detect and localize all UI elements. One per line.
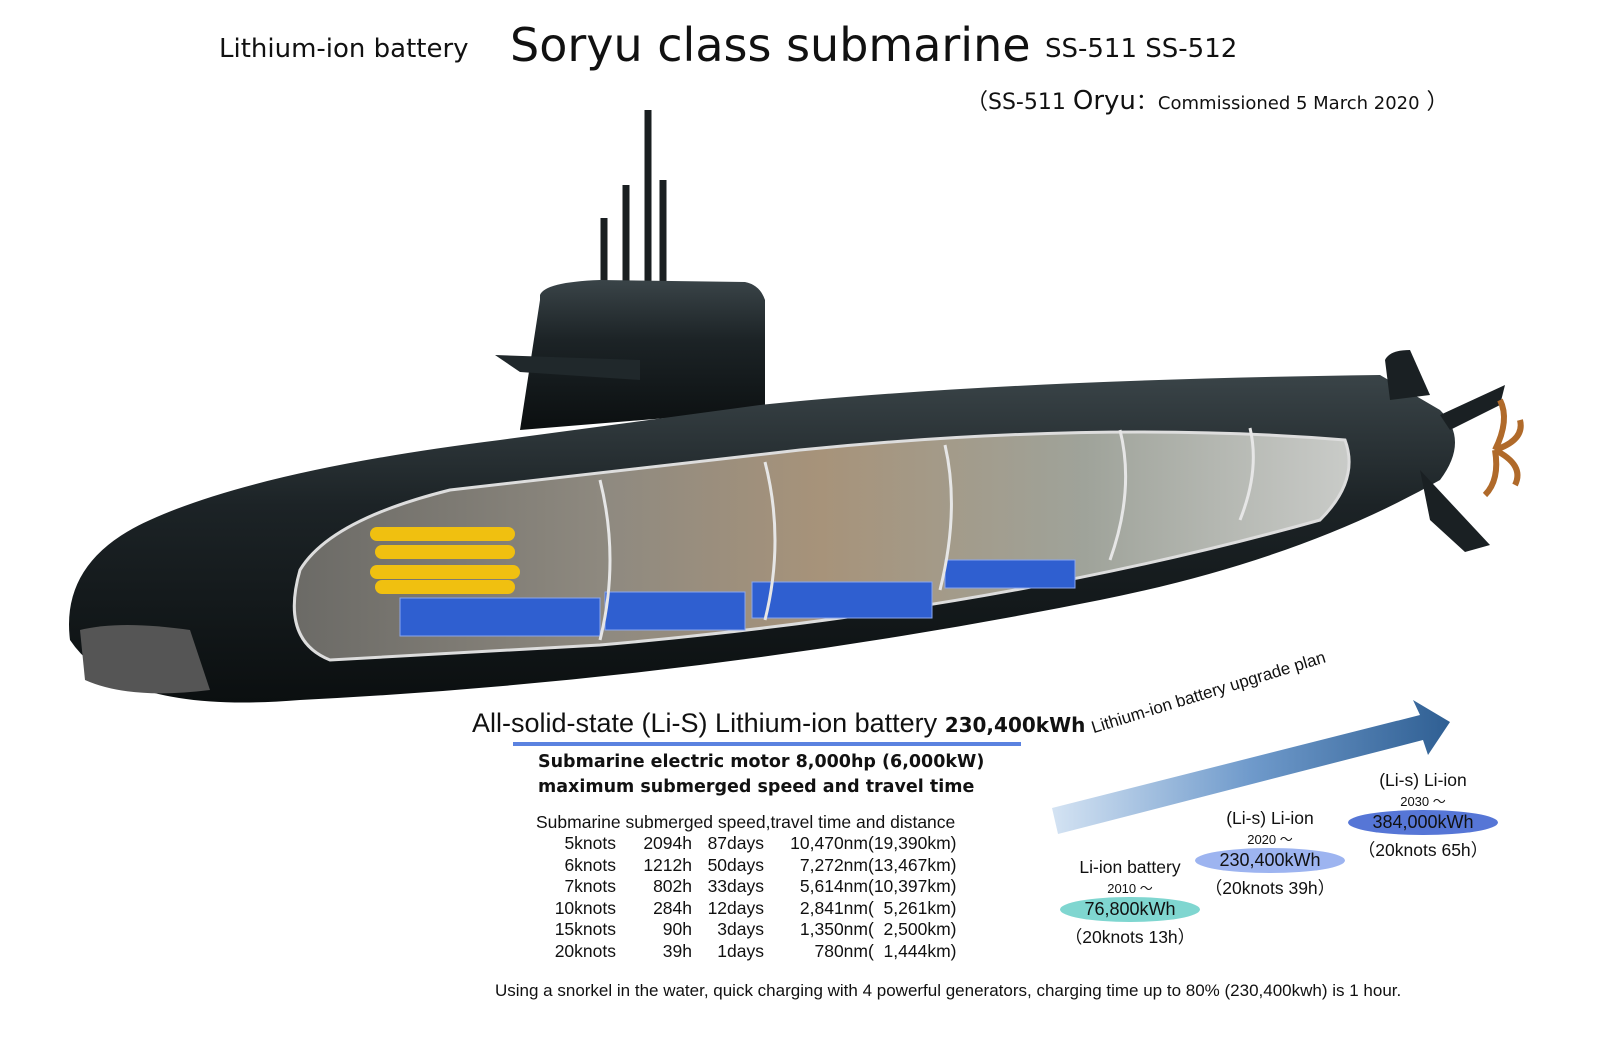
commission-sep: ： <box>1135 90 1158 115</box>
stage-2010: Li-ion battery 2010 ～ 76,800kWh （20knots… <box>1055 857 1205 949</box>
hours-cell: 284h <box>653 897 692 918</box>
propeller <box>1482 398 1524 498</box>
stage-capacity: 230,400kWh <box>1195 848 1345 873</box>
hull-numbers: SS-511 SS-512 <box>1045 34 1238 64</box>
table-row: 5knots 2094h 87days 10,470nm(19,390km) <box>540 833 968 855</box>
distance-km-cell: ( 1,444km) <box>868 940 957 961</box>
subtitle: Lithium-ion battery <box>219 34 469 64</box>
table-row: 6knots 1212h 50days 7,272nm(13,467km) <box>540 855 968 877</box>
bow-sonar <box>80 625 210 694</box>
commission-open: （SS-511 <box>966 90 1066 115</box>
distance-km-cell: (10,397km) <box>868 876 957 897</box>
distance-nm-cell: 780nm <box>814 940 868 961</box>
motor-spec: Submarine electric motor 8,000hp (6,000k… <box>538 750 984 800</box>
hours-cell: 1212h <box>643 854 692 875</box>
battery-capacity: 230,400kWh <box>944 713 1086 737</box>
stage-range: （20knots 13h） <box>1064 927 1196 947</box>
table-row: 7knots 802h 33days 5,614nm(10,397km) <box>540 876 968 898</box>
days-cell: 12days <box>707 897 764 918</box>
stage-range: （20knots 39h） <box>1204 878 1336 898</box>
distance-km-cell: (19,390km) <box>868 833 957 854</box>
distance-nm-cell: 1,350nm <box>799 919 868 940</box>
distance-km-cell: ( 5,261km) <box>868 897 957 918</box>
battery-title: All-solid-state (Li-S) Lithium-ion batte… <box>472 708 1085 739</box>
distance-km-cell: ( 2,500km) <box>868 919 957 940</box>
speed-cell: 7knots <box>564 876 616 897</box>
sail <box>520 280 765 430</box>
ship-name: Oryu <box>1072 86 1136 116</box>
battery-cells <box>399 559 1076 637</box>
speed-cell: 15knots <box>554 919 616 940</box>
stage-year: 2030 ～ <box>1400 794 1446 809</box>
distance-nm-cell: 2,841nm <box>799 897 868 918</box>
commission-date: Commissioned 5 March 2020 <box>1157 93 1420 114</box>
speed-cell: 10knots <box>554 897 616 918</box>
stage-name: (Li-s) Li-ion <box>1379 770 1467 790</box>
divider <box>513 742 1021 746</box>
hours-cell: 2094h <box>643 833 692 854</box>
distance-nm-cell: 10,470nm <box>790 833 868 854</box>
commission-note: （SS-511 Oryu：Commissioned 5 March 2020 ） <box>966 84 1449 116</box>
masts <box>600 110 667 285</box>
hours-cell: 39h <box>662 940 692 961</box>
torpedoes <box>370 527 520 594</box>
distance-nm-cell: 7,272nm <box>799 854 868 875</box>
upper-rudder <box>1385 350 1430 400</box>
speed-cell: 6knots <box>564 854 616 875</box>
days-cell: 50days <box>707 854 764 875</box>
stage-name: (Li-s) Li-ion <box>1226 808 1314 828</box>
stage-2020: (Li-s) Li-ion 2020 ～ 230,400kWh （20knots… <box>1195 808 1345 900</box>
motor-line-1: Submarine electric motor 8,000hp (6,000k… <box>538 752 985 772</box>
hours-cell: 90h <box>662 919 692 940</box>
table-row: 20knots 39h 1days 780nm( 1,444km) <box>540 941 968 963</box>
commission-close: ） <box>1426 90 1449 115</box>
sail-plane <box>495 355 640 380</box>
charging-note: Using a snorkel in the water, quick char… <box>495 981 1402 1000</box>
days-cell: 33days <box>707 876 764 897</box>
compartment-bulkheads <box>598 427 1255 641</box>
speed-cell: 20knots <box>554 940 616 961</box>
speed-table-title: Submarine submerged speed,travel time an… <box>536 812 956 832</box>
table-row: 10knots 284h 12days 2,841nm( 5,261km) <box>540 898 968 920</box>
stage-name: Li-ion battery <box>1079 857 1181 877</box>
stage-range: （20knots 65h） <box>1357 840 1489 860</box>
stage-year: 2020 ～ <box>1247 832 1293 847</box>
table-row: 15knots 90h 3days 1,350nm( 2,500km) <box>540 919 968 941</box>
days-cell: 1days <box>717 940 764 961</box>
days-cell: 3days <box>717 919 764 940</box>
stage-capacity: 76,800kWh <box>1060 897 1200 922</box>
distance-km-cell: (13,467km) <box>868 854 957 875</box>
hours-cell: 802h <box>653 876 692 897</box>
days-cell: 87days <box>707 833 764 854</box>
stage-2030: (Li-s) Li-ion 2030 ～ 384,000kWh （20knots… <box>1348 770 1498 862</box>
speed-cell: 5knots <box>564 833 616 854</box>
stage-year: 2010 ～ <box>1107 881 1153 896</box>
motor-line-2: maximum submerged speed and travel time <box>538 777 975 797</box>
battery-type: All-solid-state (Li-S) Lithium-ion batte… <box>472 708 938 738</box>
stern-plane <box>1440 385 1505 430</box>
page-title: Soryu class submarine <box>510 18 1031 72</box>
distance-nm-cell: 5,614nm <box>799 876 868 897</box>
stage-capacity: 384,000kWh <box>1348 810 1498 835</box>
lower-rudder <box>1420 470 1490 552</box>
